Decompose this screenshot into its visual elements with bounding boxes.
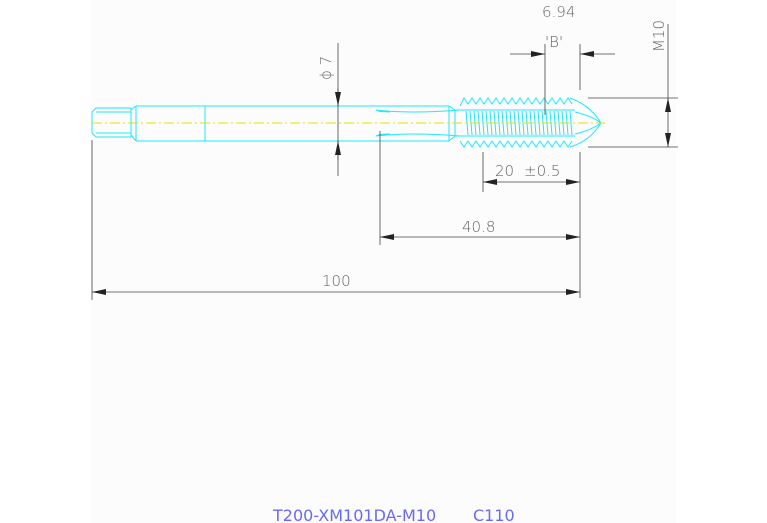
flute-length-label: 40.8	[462, 218, 495, 236]
thread-length-label: 20	[495, 162, 514, 180]
thread-tolerance-label: ±0.5	[524, 162, 560, 180]
thread-root-line	[497, 110, 501, 136]
overall-length-label: 100	[322, 272, 351, 290]
thread-root-line	[521, 110, 525, 136]
thread-root-line	[533, 110, 537, 136]
thread-size-label: M10	[650, 20, 668, 52]
thread-outer-top	[459, 97, 573, 107]
flute	[375, 109, 461, 137]
dia-label: ϕ 7	[317, 56, 335, 80]
tap-body	[91, 97, 602, 148]
thread-outer-bottom	[459, 140, 573, 148]
b-length-label: 6.94	[542, 3, 575, 21]
thread-root-line	[485, 110, 489, 136]
part-code: C110	[473, 506, 515, 523]
b-label: 'B'	[545, 33, 563, 51]
drawing-sheet	[91, 0, 676, 523]
part-number: T200-XM101DA-M10	[272, 506, 436, 523]
thread-root-line	[569, 110, 573, 136]
thread-root-line	[557, 110, 561, 136]
neck	[130, 105, 137, 142]
square-drive-end	[91, 107, 132, 138]
dimensions	[91, 24, 678, 300]
